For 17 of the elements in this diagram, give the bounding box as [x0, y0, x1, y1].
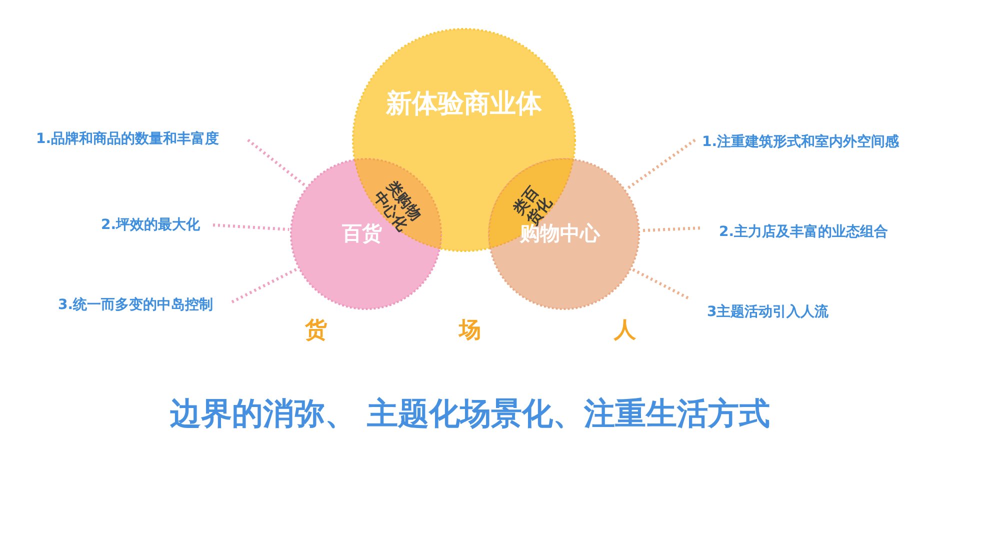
- point-text: 2.坪效的最大化: [101, 216, 200, 234]
- leader-line: [231, 268, 298, 304]
- point-text: 3主题活动引入人流: [707, 303, 829, 321]
- leader-line: [626, 138, 696, 190]
- keyword-label: 场: [459, 317, 481, 345]
- point-text: 3.统一而多变的中岛控制: [58, 296, 214, 314]
- circle-title: 新体验商业体: [384, 88, 543, 120]
- leader-line: [247, 138, 307, 188]
- keyword-label: 货: [305, 317, 327, 345]
- point-text: 1.注重建筑形式和室内外空间感: [702, 133, 900, 151]
- leader-line: [640, 226, 700, 232]
- point-text: 2.主力店及丰富的业态组合: [719, 223, 888, 241]
- keyword-label: 人: [614, 317, 636, 345]
- point-text: 1.品牌和商品的数量和丰富度: [36, 130, 220, 148]
- leader-line: [632, 268, 689, 300]
- leader-line: [212, 224, 290, 231]
- slogan-text: 边界的消弥、 主题化场景化、注重生活方式: [170, 395, 770, 434]
